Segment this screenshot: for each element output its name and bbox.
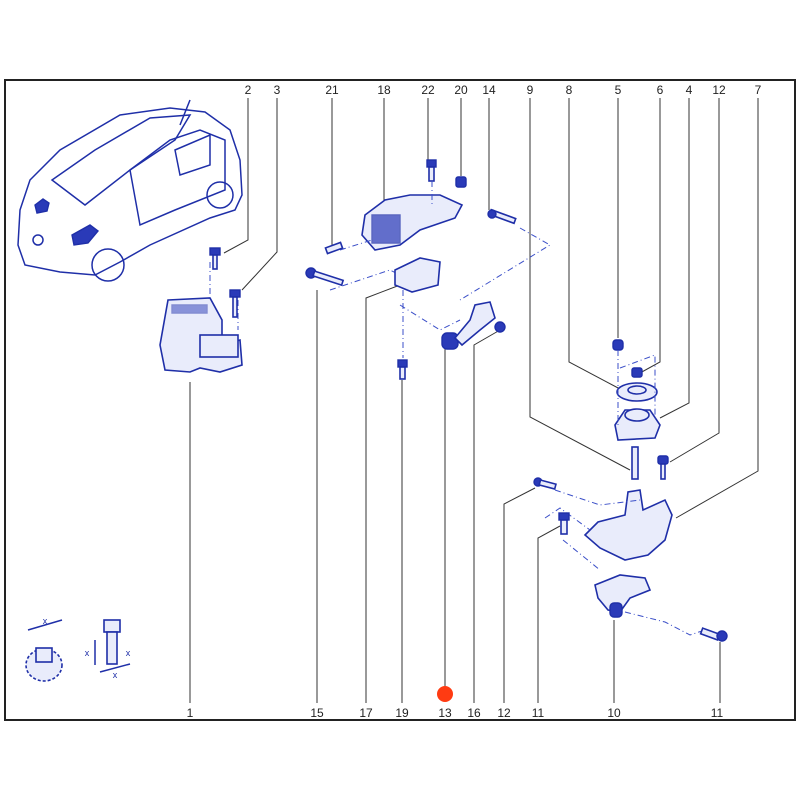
callout-14[interactable]: 14: [482, 83, 496, 97]
stud-9: [631, 446, 639, 480]
bolt-11-left: [558, 512, 601, 571]
washer-8: [616, 382, 658, 402]
part-4-mount: [614, 350, 661, 441]
callout-9[interactable]: 9: [527, 83, 534, 97]
callout-11-right[interactable]: 11: [711, 706, 724, 720]
car-illustration: [17, 99, 243, 282]
callout-5[interactable]: 5: [615, 83, 622, 97]
callout-20[interactable]: 20: [454, 83, 468, 97]
symbol-label: x: [113, 670, 118, 680]
bolt-22: [426, 159, 437, 205]
bolt-12-top: [657, 455, 669, 480]
callout-12-bottom[interactable]: 12: [497, 706, 511, 720]
callout-6[interactable]: 6: [657, 83, 664, 97]
symbol-label: x: [126, 648, 131, 658]
bolt-14: [459, 208, 551, 301]
part-13-bush: [441, 332, 459, 350]
leader-lines: [189, 98, 759, 703]
callout-21[interactable]: 21: [325, 83, 339, 97]
part-1-engine-mount: [159, 262, 243, 373]
symbol-label: x: [85, 648, 90, 658]
pin-21: [324, 241, 344, 255]
bolt-19: [397, 290, 408, 380]
callout-22[interactable]: 22: [421, 83, 435, 97]
nut-6: [631, 367, 643, 378]
callout-15[interactable]: 15: [310, 706, 324, 720]
callout-2[interactable]: 2: [245, 83, 252, 97]
callout-17[interactable]: 17: [359, 706, 373, 720]
symbol-label: x: [43, 616, 48, 626]
nut-5: [612, 339, 624, 351]
part-16-link: [453, 301, 506, 347]
bottom-callouts: 1 15 17 19 13 16 12 11 10 11: [187, 706, 724, 720]
callout-11-left[interactable]: 11: [532, 706, 545, 720]
bolt-2: [209, 247, 221, 270]
nut-20: [455, 176, 467, 188]
callout-8[interactable]: 8: [566, 83, 573, 97]
callout-12-top[interactable]: 12: [712, 83, 726, 97]
callout-19[interactable]: 19: [395, 706, 409, 720]
callout-16[interactable]: 16: [467, 706, 481, 720]
selected-part-marker[interactable]: [437, 686, 453, 702]
callout-3[interactable]: 3: [274, 83, 281, 97]
callout-4[interactable]: 4: [686, 83, 693, 97]
bolt-15: [305, 267, 345, 287]
bolt-11-right: [699, 627, 728, 642]
callout-13[interactable]: 13: [438, 706, 452, 720]
callout-18[interactable]: 18: [377, 83, 391, 97]
diagram-frame: [4, 79, 796, 721]
callout-7[interactable]: 7: [755, 83, 762, 97]
bolt-3: [229, 289, 241, 318]
part-17-bracket: [394, 257, 461, 331]
part-18-bracket: [329, 194, 464, 291]
callout-1[interactable]: 1: [187, 706, 194, 720]
bolt-12-bottom: [533, 477, 557, 491]
part-7-bracket: [544, 489, 673, 561]
part-10-link: [594, 574, 706, 636]
callout-10[interactable]: 10: [607, 706, 621, 720]
tightening-symbols: x x x x: [25, 616, 131, 682]
top-callouts: 2 3 21 18 22 20 14 9 8 5 6 4 12 7: [245, 83, 762, 97]
